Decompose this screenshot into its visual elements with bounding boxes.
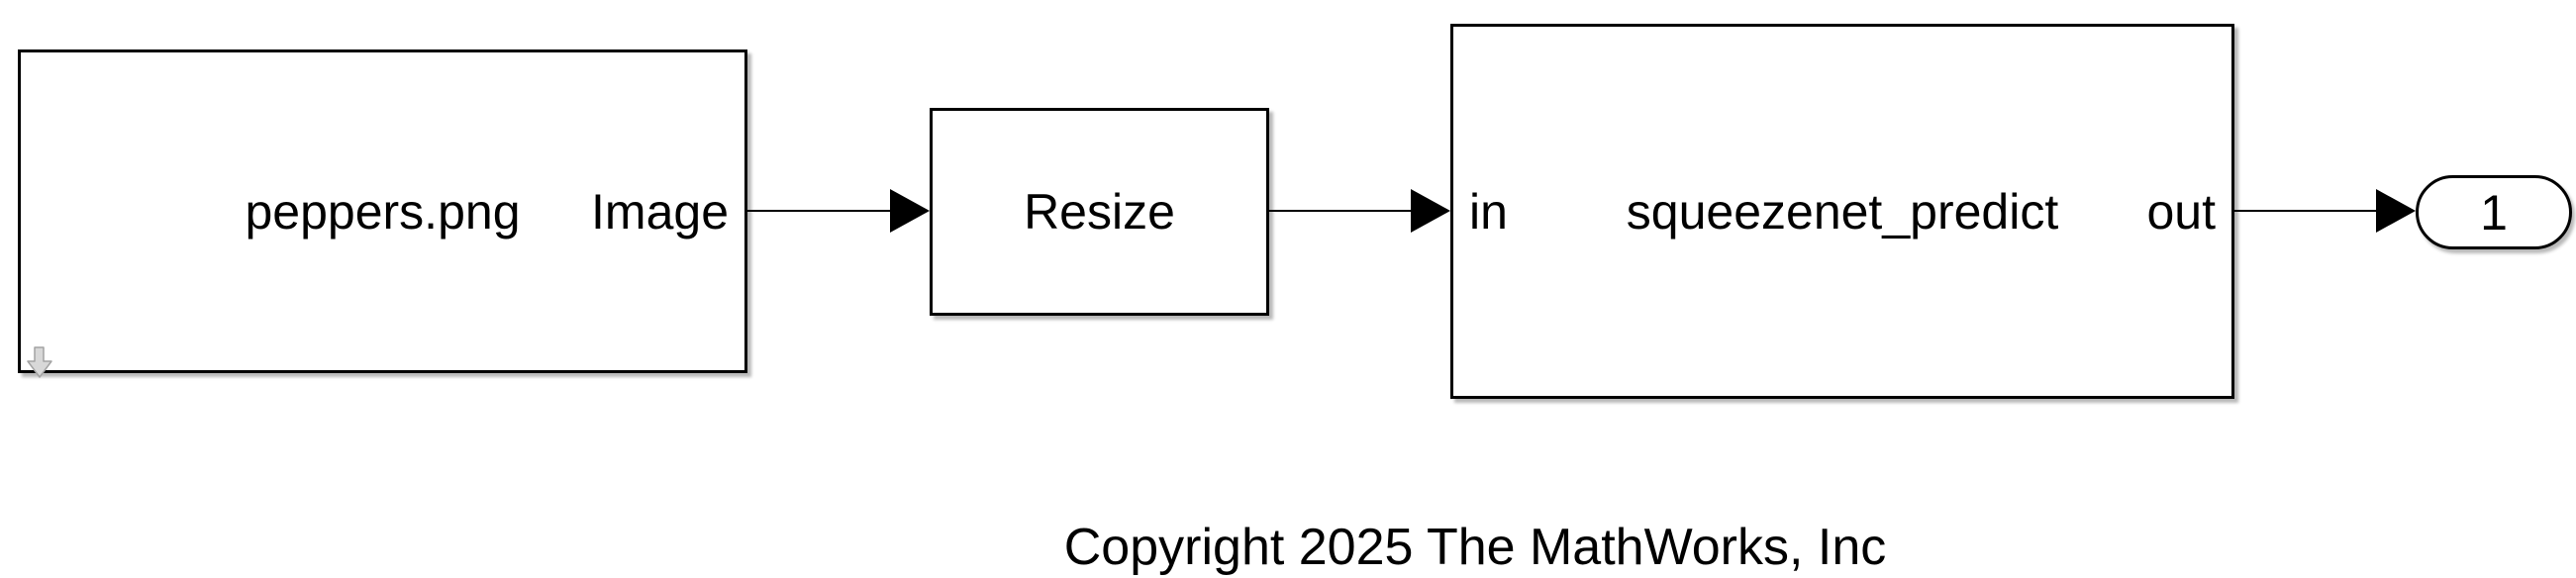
copyright-annotation[interactable]: Copyright 2025 The MathWorks, Inc xyxy=(1063,519,1887,576)
image-filename-label: peppers.png xyxy=(245,183,521,240)
down-arrow-icon xyxy=(27,337,52,378)
outport-number-label: 1 xyxy=(2480,184,2508,241)
arrowhead-icon-2 xyxy=(1411,189,1450,233)
resize-block[interactable]: Resize xyxy=(930,108,1269,316)
squeezenet-block-label: squeezenet_predict xyxy=(1626,183,2059,240)
arrowhead-icon-3 xyxy=(2376,189,2416,233)
in-port-label: in xyxy=(1469,183,1508,240)
out-port-label: out xyxy=(2146,183,2216,240)
image-from-file-block[interactable]: peppers.png Image xyxy=(18,49,747,378)
image-output-port-label: Image xyxy=(591,183,729,240)
signal-wire-2[interactable] xyxy=(1269,210,1411,212)
squeezenet-predict-block[interactable]: in squeezenet_predict out xyxy=(1450,24,2234,399)
resize-block-label: Resize xyxy=(1024,184,1175,240)
outport-block[interactable]: 1 xyxy=(2416,175,2572,249)
signal-wire-1[interactable] xyxy=(747,210,890,212)
signal-wire-3[interactable] xyxy=(2234,210,2376,212)
arrowhead-icon-1 xyxy=(890,189,930,233)
